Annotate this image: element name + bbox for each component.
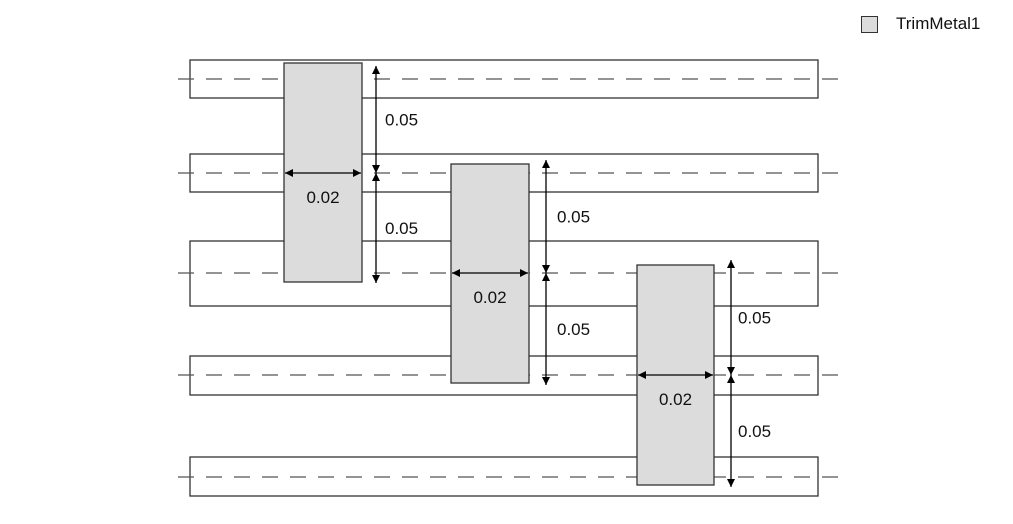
spacing-dimension-label: 0.05	[385, 219, 418, 238]
width-dimension-label: 0.02	[306, 188, 339, 207]
spacing-dimension-label: 0.05	[738, 309, 771, 328]
spacing-dimension-label: 0.05	[738, 422, 771, 441]
track-5	[176, 456, 838, 497]
spacing-dimension-label: 0.05	[385, 111, 418, 130]
track-1	[176, 59, 838, 99]
spacing-dimension-label: 0.05	[557, 320, 590, 339]
spacing-dimension-label: 0.05	[557, 208, 590, 227]
width-dimension-label: 0.02	[659, 390, 692, 409]
width-dimension-label: 0.02	[473, 288, 506, 307]
legend-label: TrimMetal1	[896, 14, 981, 33]
legend-swatch	[861, 15, 878, 33]
legend: TrimMetal1	[861, 14, 980, 34]
